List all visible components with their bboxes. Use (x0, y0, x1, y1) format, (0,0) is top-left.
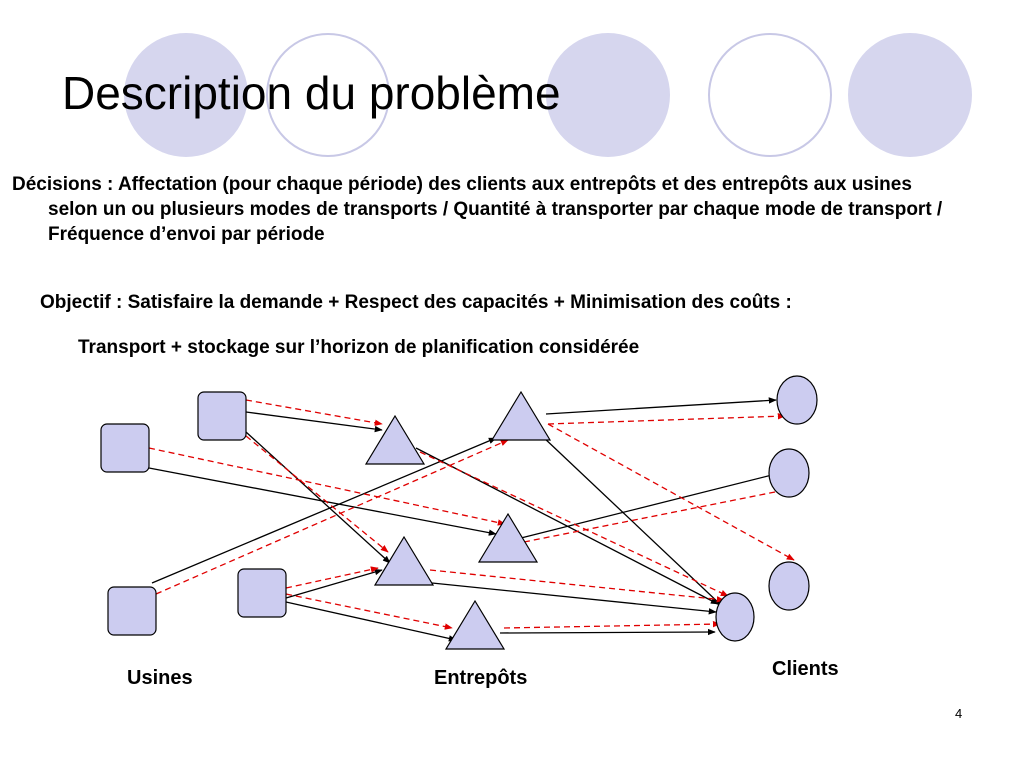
solid-edge-e5-c4 (499, 628, 716, 636)
solid-edge-u2-e4 (148, 467, 497, 536)
entrepot-node-1 (364, 414, 426, 465)
objectif-text: Objectif : Satisfaire la demande + Respe… (40, 292, 792, 313)
deco-circle-filled-3 (848, 33, 972, 157)
client-node-3 (768, 561, 810, 611)
label-usines: Usines (127, 667, 193, 689)
dashed-edge-u2-e4 (148, 447, 506, 526)
solid-edge-u4-e3 (151, 437, 497, 584)
objectif-continuation: Transport + stockage sur l’horizon de pl… (78, 337, 640, 358)
dashed-edge-e2-c3 (547, 423, 795, 561)
usine-node-1 (197, 391, 247, 441)
dashed-edge-e5-c4 (503, 620, 721, 629)
client-node-2 (768, 448, 810, 498)
dashed-edge-u3-e2 (285, 593, 453, 630)
deco-circle-outline-2 (708, 33, 832, 157)
slide-title: Description du problème (62, 67, 561, 119)
solid-edge-u1-e3 (245, 431, 391, 564)
decisions-text: Décisions : Affectation (pour chaque pér… (12, 174, 943, 245)
solid-edge-e3-c4 (431, 582, 717, 615)
usine-node-4 (107, 586, 157, 636)
dashed-edge-u4-e3 (155, 439, 509, 595)
usine-node-2 (100, 423, 150, 473)
solid-edge-u3-e2 (285, 601, 457, 642)
dashed-edge-u1-e1 (245, 399, 383, 426)
dashed-edge-e1-c4 (419, 451, 729, 597)
label-clients: Clients (772, 658, 839, 680)
entrepot-node-5 (444, 599, 506, 650)
entrepot-node-3 (373, 535, 435, 586)
solid-edge-e2-c1 (545, 397, 777, 415)
deco-circle-filled-1 (124, 33, 248, 157)
dashed-edges (148, 399, 795, 630)
dashed-edge-e4-c2 (523, 488, 786, 543)
dashed-edge-e2-c1 (547, 413, 786, 425)
usine-node-3 (237, 568, 287, 618)
label-entrepots: Entrepôts (434, 667, 528, 689)
deco-circle-filled-2 (546, 33, 670, 157)
dashed-edge-u4-e5 (285, 566, 379, 589)
solid-edge-e4-c2 (520, 472, 777, 539)
solid-edge-u4-e5 (285, 568, 383, 599)
page-number: 4 (955, 706, 963, 721)
entrepot-node-2 (490, 390, 552, 441)
solid-edge-u1-e1 (245, 411, 383, 433)
solid-edges (148, 397, 777, 642)
client-node-4 (715, 592, 755, 642)
entrepot-node-4 (477, 512, 539, 563)
dashed-edge-u1-e3 (245, 435, 389, 553)
deco-circle-outline-1 (266, 33, 390, 157)
client-node-1 (776, 375, 818, 425)
